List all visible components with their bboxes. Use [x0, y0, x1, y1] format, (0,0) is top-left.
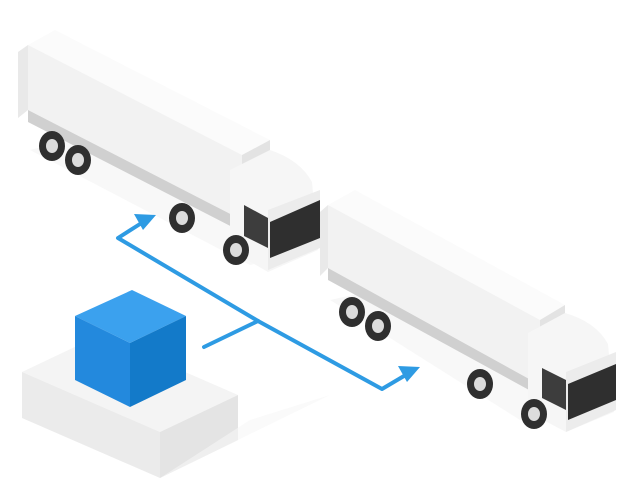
- truck-1-trailer-top: [28, 30, 270, 155]
- truck-1-chassis: [28, 110, 242, 232]
- cube-right-face: [130, 316, 186, 407]
- connector-to-truck-2: [256, 319, 406, 391]
- truck-2-wheels: [339, 297, 547, 429]
- truck-1: [18, 30, 320, 272]
- truck-2-chassis: [328, 268, 540, 396]
- truck-2-trailer-side: [328, 205, 540, 385]
- cube-top: [75, 290, 186, 343]
- cube-left-face: [75, 316, 130, 407]
- arrow-icon: [134, 214, 420, 382]
- connector-hub-stem: [202, 319, 260, 349]
- connector-to-truck-1: [116, 222, 260, 323]
- truck-2-windshield: [542, 368, 566, 410]
- truck-1-windshield: [244, 205, 268, 248]
- truck-2-trailer-top: [328, 190, 565, 320]
- truck-1-grille: [270, 200, 320, 258]
- cube-icon: [75, 290, 186, 407]
- connector-lines: [116, 222, 406, 391]
- truck-2-grille: [568, 364, 616, 420]
- truck-1-trailer-end: [18, 45, 28, 118]
- truck-1-trailer-side: [28, 45, 242, 220]
- arrow-head-truck-2: [398, 366, 420, 382]
- arrow-head-truck-1: [134, 214, 156, 230]
- truck-1-wheels: [39, 131, 249, 265]
- truck-2-trailer-end: [320, 205, 328, 276]
- truck-2: [320, 190, 616, 432]
